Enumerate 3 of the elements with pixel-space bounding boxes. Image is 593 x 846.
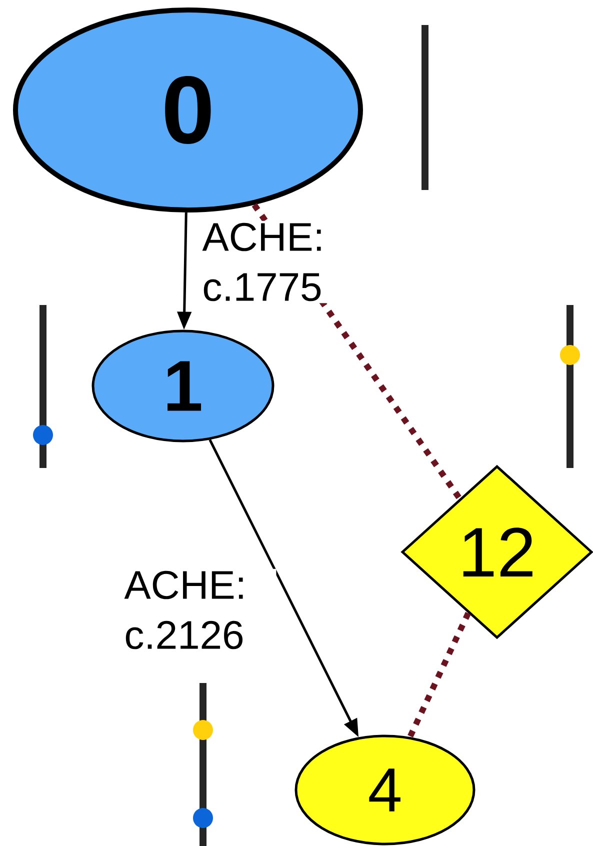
- edge-label: ACHE: c.2126: [122, 568, 276, 652]
- edge-label: ACHE: c.1775: [200, 220, 354, 304]
- connector-line: [407, 612, 471, 738]
